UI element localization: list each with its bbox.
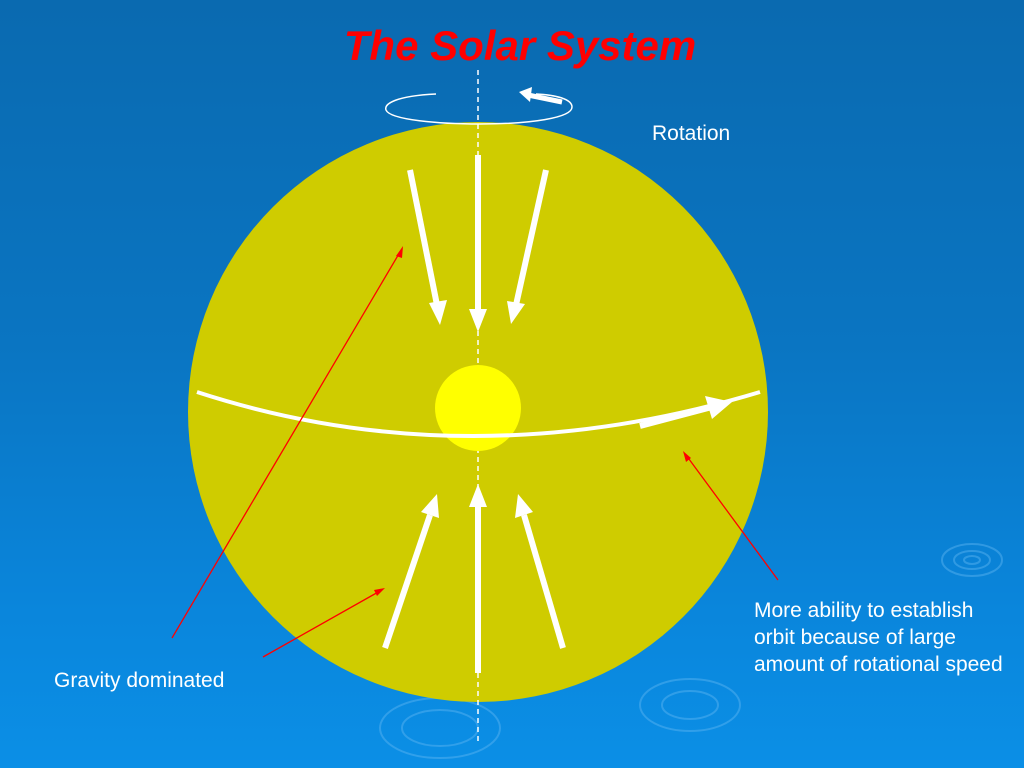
sun bbox=[435, 365, 521, 451]
gravity-dominated-label: Gravity dominated bbox=[54, 669, 225, 692]
pointer-orbit bbox=[685, 454, 779, 581]
pointer-gravity-lower bbox=[262, 590, 381, 658]
gravity-arrow-top-left-head bbox=[429, 300, 447, 325]
pointer-orbit-head bbox=[683, 451, 691, 462]
gravity-arrow-bottom-right-head bbox=[515, 494, 533, 518]
rotation-arrow bbox=[527, 92, 563, 105]
pointer-gravity-upper-head bbox=[396, 246, 403, 258]
gravity-arrow-bottom-right bbox=[521, 514, 566, 649]
orbit-direction-arrow bbox=[639, 404, 713, 429]
orbit-ability-label: More ability to establish orbit because … bbox=[754, 599, 1003, 676]
slide-title: The Solar System bbox=[343, 22, 697, 69]
gravity-arrow-bottom-center-head bbox=[469, 484, 487, 507]
rotation-indicator bbox=[385, 87, 573, 125]
rotation-label: Rotation bbox=[652, 122, 731, 145]
gravity-arrow-top-right bbox=[513, 169, 549, 306]
gravity-arrows bbox=[382, 155, 566, 673]
orbit-arrow-head bbox=[705, 396, 732, 419]
pointer-gravity-lower-head bbox=[374, 588, 385, 596]
rotation-arrow-head bbox=[519, 87, 532, 102]
gravity-arrow-bottom-left bbox=[382, 514, 433, 649]
pointer-gravity-upper bbox=[171, 251, 401, 639]
gravity-arrow-bottom-left-head bbox=[421, 494, 439, 518]
pointer-lines bbox=[171, 246, 779, 658]
gravity-arrow-top-center-head bbox=[469, 309, 487, 332]
rotation-ellipse bbox=[385, 93, 573, 125]
gravity-arrow-top-right-head bbox=[507, 301, 525, 324]
gravity-arrow-top-left bbox=[407, 169, 440, 306]
